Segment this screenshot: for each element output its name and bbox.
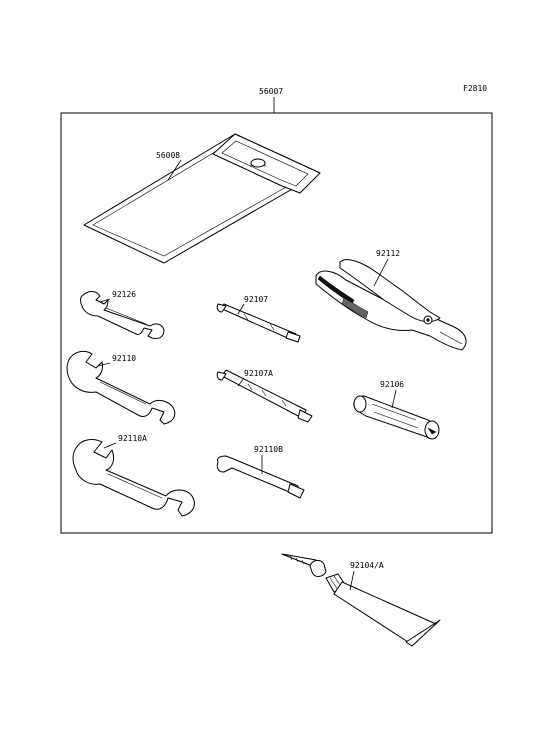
driver-handle — [353, 395, 440, 440]
leader-wrench-large — [103, 442, 117, 449]
label-kit: 56007 — [259, 87, 283, 96]
screwdriver-bit — [216, 303, 301, 343]
label-driver: 92107 — [244, 295, 268, 304]
screwdriver-bit-double — [216, 369, 313, 423]
label-wrench-large: 92110A — [118, 434, 147, 443]
label-pliers: 92112 — [376, 249, 400, 258]
hex-key — [216, 455, 305, 499]
gauge-and-tube — [281, 553, 441, 647]
leader-pliers — [373, 258, 389, 287]
label-wrench-small: 92126 — [112, 290, 136, 299]
leader-driver-double — [237, 377, 245, 387]
leader-handle — [391, 389, 397, 409]
wrench-medium — [66, 350, 176, 425]
leader-driver — [237, 303, 245, 315]
leader-pouch — [167, 159, 182, 181]
leader-gauge-tube — [349, 570, 355, 591]
leader-wrench-medium — [97, 362, 111, 367]
label-hex-key: 92110B — [254, 445, 283, 454]
leader-wrench-small — [99, 298, 111, 303]
label-pouch: 56008 — [156, 151, 180, 160]
figure-code: F2810 — [463, 84, 487, 93]
label-gauge-tube: 92104/A — [350, 561, 384, 570]
label-wrench-medium: 92110 — [112, 354, 136, 363]
wrench-large — [72, 439, 195, 517]
label-driver-double: 92107A — [244, 369, 273, 378]
label-handle: 92106 — [380, 380, 404, 389]
tool-pouch — [83, 133, 321, 264]
kit-frame — [60, 112, 493, 534]
pliers — [315, 259, 467, 351]
